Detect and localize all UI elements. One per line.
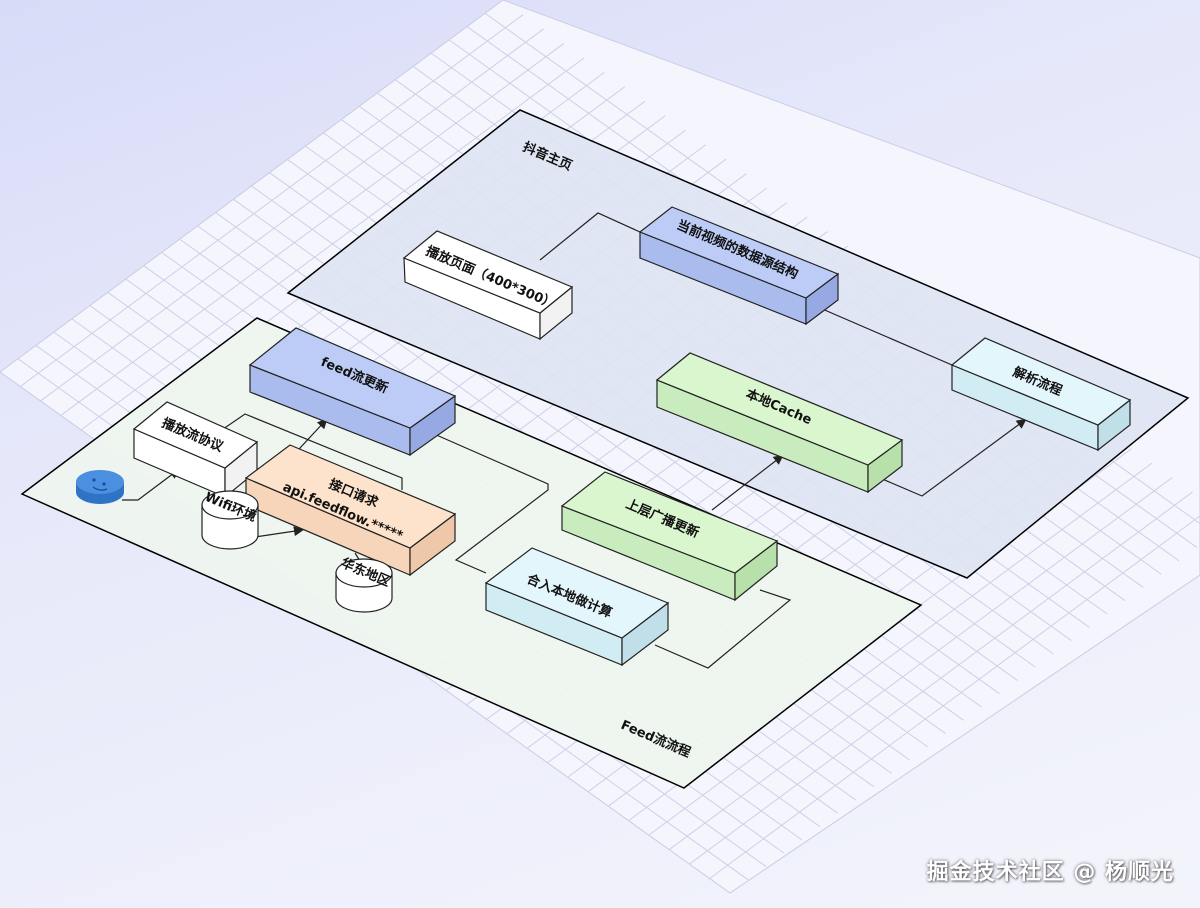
connector-data-to-parse: [819, 307, 953, 366]
connector-wifi-to-api: [254, 526, 304, 538]
douyin-home-group: [286, 109, 1190, 579]
upper-broadcast-box: 上层广播更新: [560, 471, 779, 602]
wifi-cylinder: Wifi环境: [201, 489, 259, 550]
east-china-cylinder: 华东地区: [335, 555, 393, 613]
connector-broadcast-to-merge: [654, 589, 792, 669]
smiley-user-icon: [76, 470, 124, 504]
play-protocol-box: 播放流协议: [132, 401, 259, 499]
connectors: [122, 212, 1027, 669]
parse-flow-box: 解析流程: [950, 337, 1132, 452]
local-cache-box: 本地Cache: [655, 352, 904, 494]
watermark: 掘金技术社区 @ 杨顺光: [926, 860, 1174, 885]
connector-broadcast-to-cache: [711, 454, 784, 511]
api-request-box: 接口请求 api.feedflow.*****: [244, 444, 457, 577]
connector-user-to-protocol: [122, 468, 180, 501]
feed-flow-group: [20, 317, 923, 789]
merge-local-box: 合入本地做计算: [484, 547, 670, 667]
connector-protocol-feed-update: [209, 413, 403, 490]
connector-cache-to-parse: [879, 418, 1027, 497]
feed-update-box: feed流更新: [248, 327, 457, 457]
connector-feed-to-broadcast: [424, 429, 549, 574]
current-data-box: 当前视频的数据源结构: [638, 206, 840, 326]
connector-play-page-to-data: [539, 212, 641, 261]
